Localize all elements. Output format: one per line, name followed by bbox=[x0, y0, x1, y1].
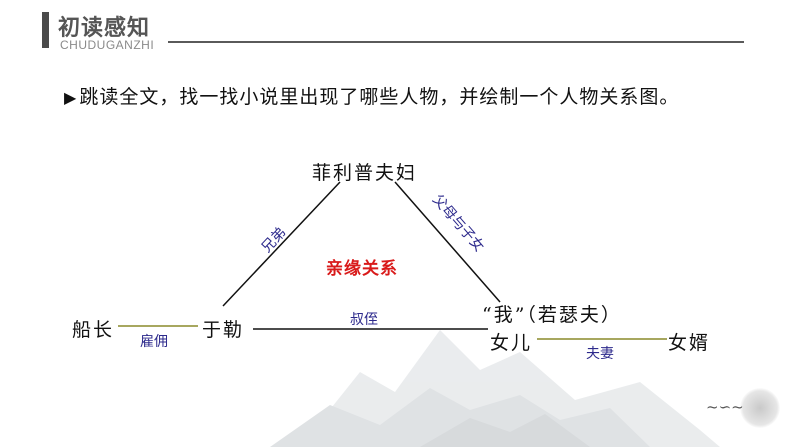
node-son-in-law: 女婿 bbox=[668, 332, 711, 354]
label-brothers: 兄弟 bbox=[259, 225, 290, 256]
line-brothers bbox=[222, 181, 341, 307]
label-uncle-nephew: 叔侄 bbox=[350, 312, 378, 328]
instruction-text: 跳读全文，找一找小说里出现了哪些人物，并绘制一个人物关系图。 bbox=[79, 86, 680, 108]
node-me-joseph: “我”（若瑟夫） bbox=[482, 304, 622, 326]
label-husband-wife: 夫妻 bbox=[586, 346, 614, 362]
page-title: 初读感知 bbox=[58, 16, 151, 41]
node-daughter: 女儿 bbox=[490, 332, 533, 354]
label-kinship: 亲缘关系 bbox=[326, 259, 398, 279]
decorative-seal bbox=[740, 388, 780, 428]
label-employment: 雇佣 bbox=[140, 334, 168, 350]
node-philippe-couple: 菲利普夫妇 bbox=[312, 162, 418, 184]
line-parents-children bbox=[394, 181, 501, 303]
header-divider bbox=[168, 41, 744, 43]
header-accent-bar bbox=[42, 12, 49, 48]
mountain-backdrop bbox=[270, 330, 720, 447]
signature-decoration: ~∽~ bbox=[706, 398, 744, 416]
page-subtitle: CHUDUGANZHI bbox=[60, 38, 155, 52]
label-parents-children: 父母与子女 bbox=[429, 191, 488, 255]
play-marker-icon: ▶ bbox=[64, 88, 78, 107]
instruction: ▶跳读全文，找一找小说里出现了哪些人物，并绘制一个人物关系图。 bbox=[64, 82, 679, 109]
node-captain: 船长 bbox=[72, 319, 115, 341]
node-jules: 于勒 bbox=[202, 319, 245, 341]
